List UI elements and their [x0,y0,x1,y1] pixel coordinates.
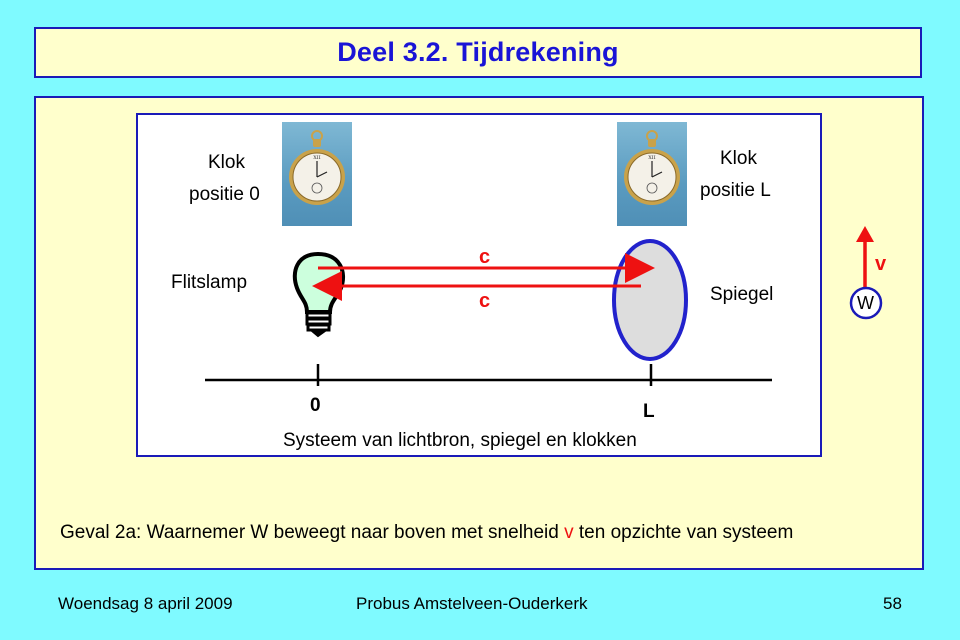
footer-date: Woendsag 8 april 2009 [58,594,233,613]
caption-text-before: Geval 2a: Waarnemer W beweegt naar boven… [60,522,565,543]
slide-title: Deel 3.2. Tijdrekening [337,37,619,67]
clock-left-label-line1: Klok [208,152,245,173]
system-caption: Systeem van lichtbron, spiegel en klokke… [283,430,637,451]
observer-label: W [857,293,874,313]
svg-text:XII: XII [648,155,656,161]
arrow-bottom-label: c [479,290,491,312]
footer-organization: Probus Amstelveen-Ouderkerk [356,594,588,613]
pocket-watch-image-right: XII [617,122,687,226]
caption-text-after: ten opzichte van systeem [573,522,794,543]
svg-text:XII: XII [313,155,321,161]
mirror-ellipse [612,239,688,361]
caption-velocity-symbol: v [564,522,574,543]
axis-label-L: L [643,401,655,422]
observer-circle [849,286,883,320]
lightbulb-icon [292,251,346,338]
clock-left-label-line2: positie 0 [189,184,260,205]
pocket-watch-image-left: XII [282,122,352,226]
mirror-label: Spiegel [710,284,774,305]
title-box: Deel 3.2. Tijdrekening [34,27,922,78]
velocity-label: v [875,253,887,275]
lamp-label: Flitslamp [171,272,248,293]
case-caption: Geval 2a: Waarnemer W beweegt naar boven… [60,522,793,544]
clock-right-label-line2: positie L [700,180,771,201]
arrow-top-label: c [479,246,491,268]
footer-page-number: 58 [883,594,902,613]
observer-velocity-arrow [856,226,874,288]
axis-label-0: 0 [310,395,321,416]
clock-right-label-line1: Klok [720,148,757,169]
